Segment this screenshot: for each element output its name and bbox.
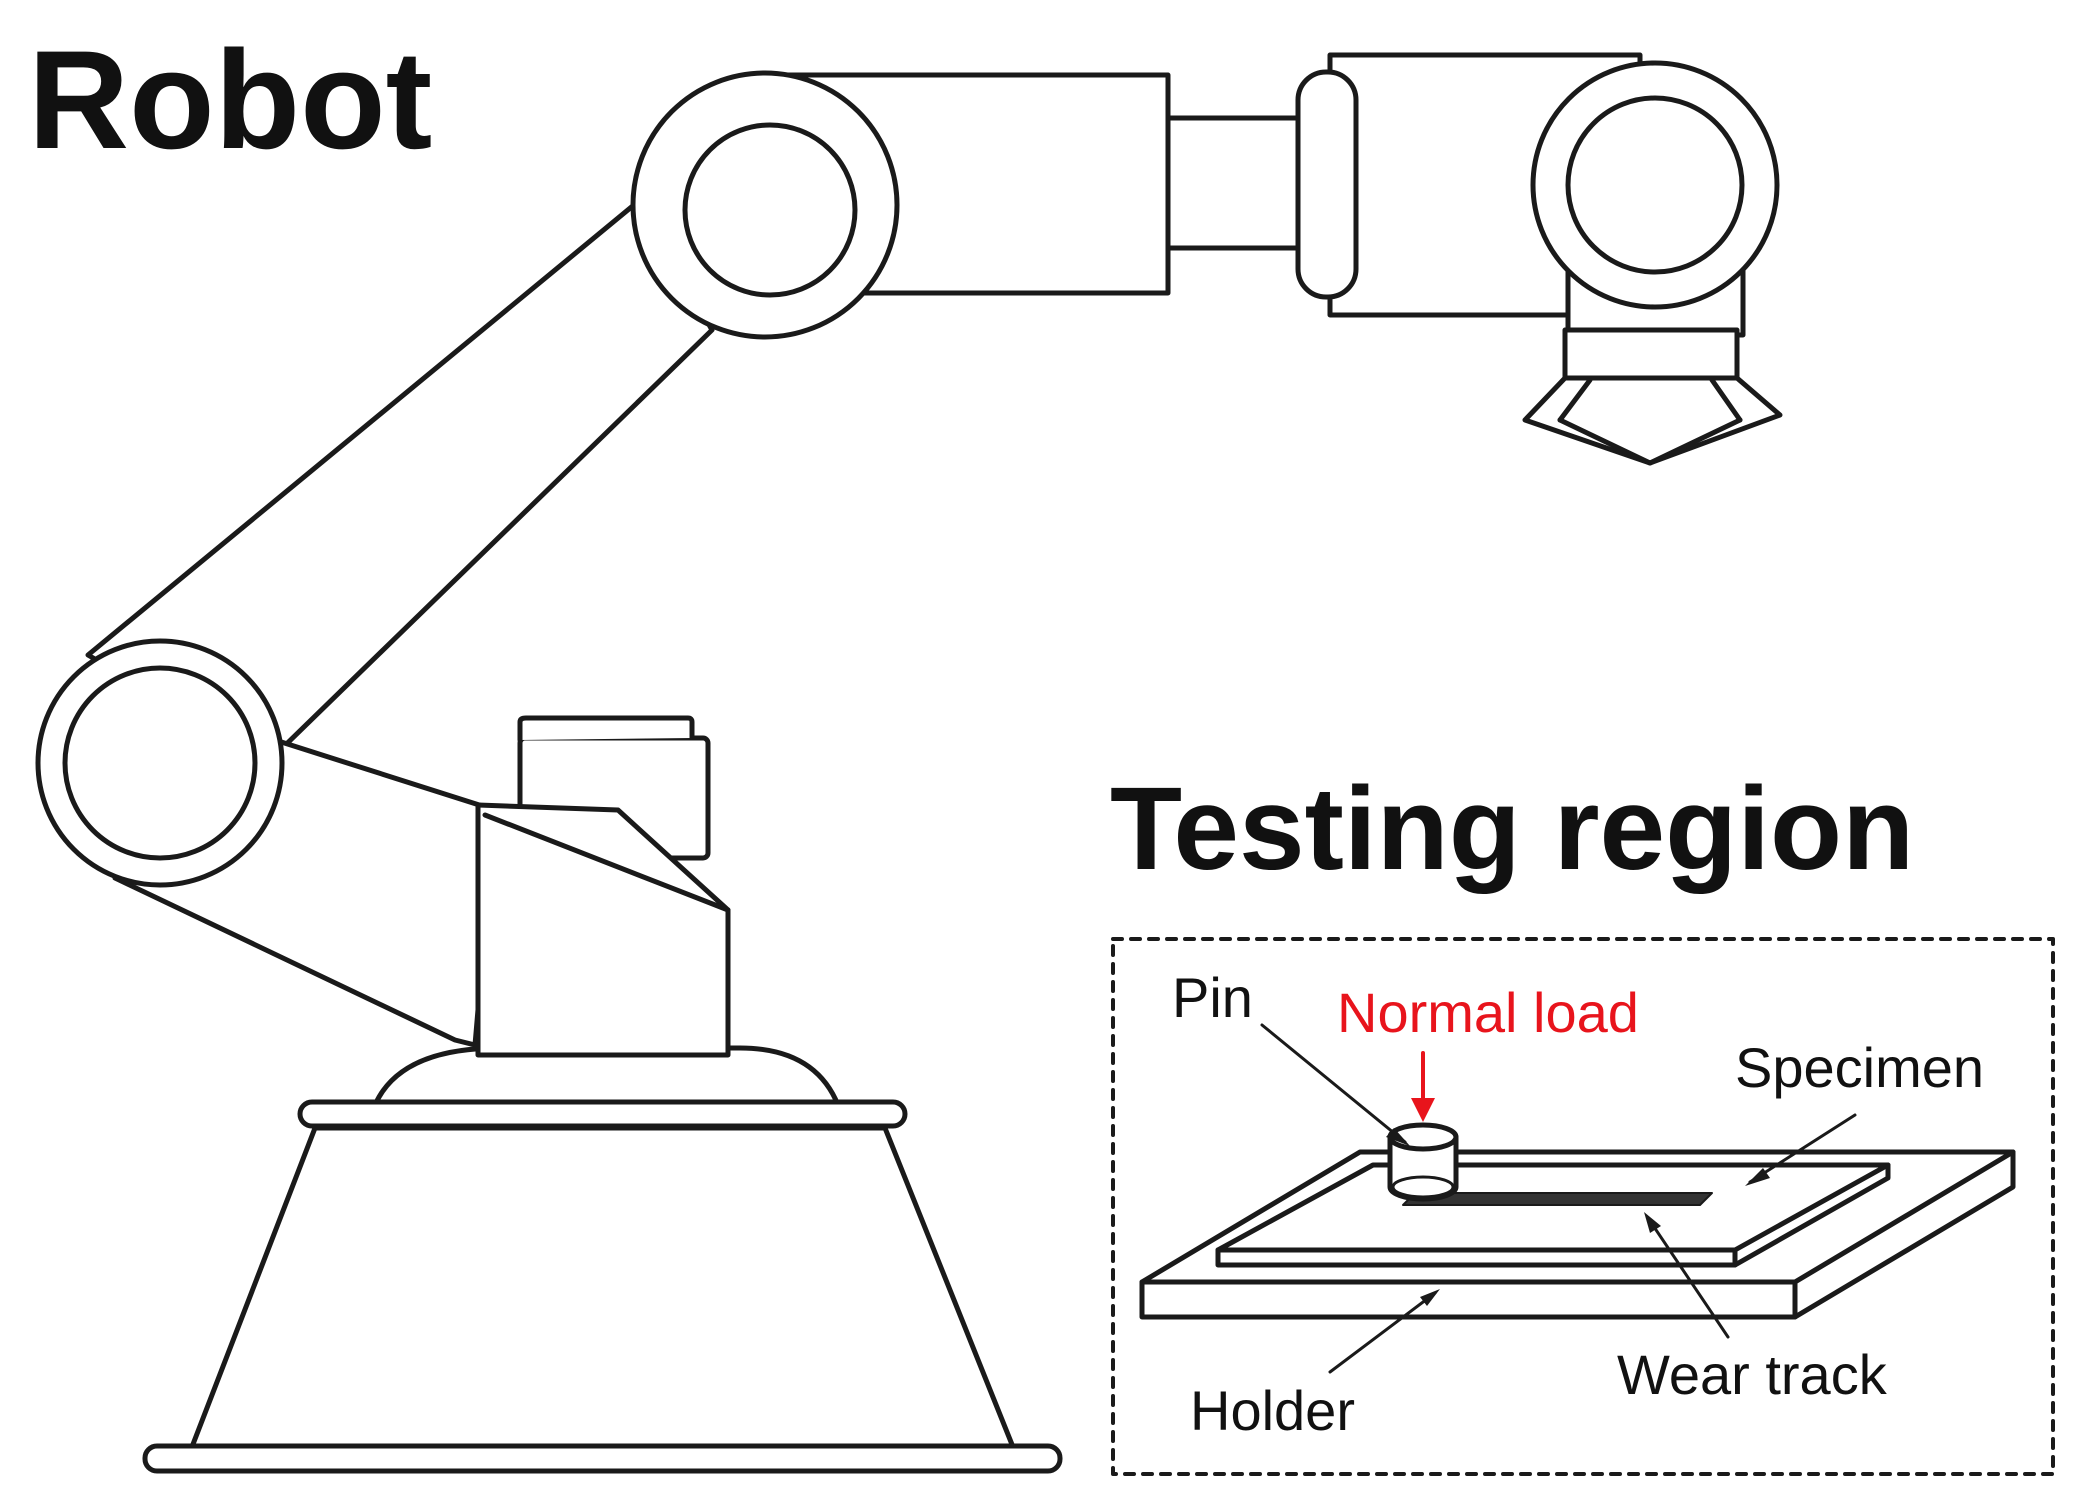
specimen-plate [1215,1162,1891,1268]
robot-shoulder-turret [475,715,731,1058]
robot-upper-arm [762,52,1643,318]
robot-elbow-joint [35,638,285,888]
leader-arrowheads [1386,1128,1770,1306]
testing-region-illustration [1111,937,2055,1476]
normal-load-label: Normal load [1337,981,1639,1044]
wear-track-groove [1402,1192,1713,1206]
robot-illustration [35,52,1783,1474]
robot-title: Robot [28,21,433,178]
robot-shoulder-joint [630,70,900,340]
testing-region-frame [1111,937,2055,1476]
holder-label: Holder [1190,1379,1355,1442]
robot-wrist-gripper [1522,60,1783,466]
normal-load-arrow [1411,1051,1435,1122]
wear-track-label: Wear track [1617,1343,1887,1406]
robot-base [142,1045,1063,1474]
leader-lines [1260,1023,1857,1374]
specimen-label: Specimen [1735,1036,1985,1099]
pin-label: Pin [1172,966,1253,1029]
testing-region-title: Testing region [1110,763,1915,895]
